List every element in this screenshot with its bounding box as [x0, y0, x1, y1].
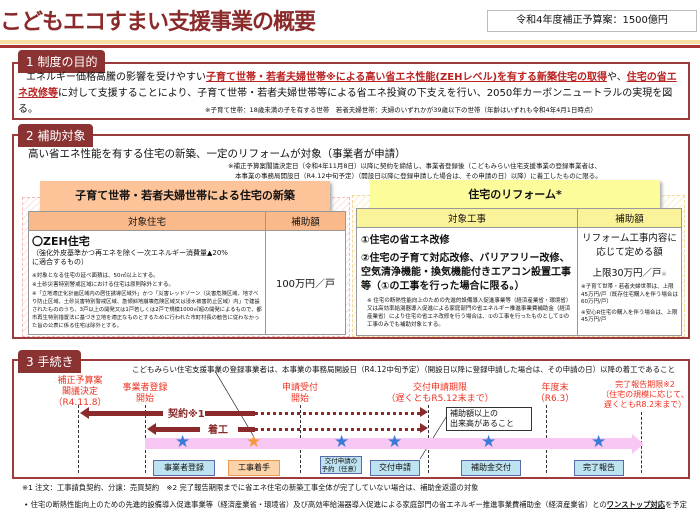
- purpose-text: エネルギー価格高騰の影響を受けやすい子育て世帯・若者夫婦世帯※による高い省エネ性…: [18, 70, 686, 118]
- milestone-cabinet-decision: 補正予算案 閣議決定 （R4.11.8）: [53, 376, 107, 408]
- text: を予定: [665, 500, 687, 509]
- note: ※土砂災害特別警戒区域における住宅は原則除外とする。: [32, 282, 174, 288]
- section-purpose: [12, 62, 690, 120]
- section-tab-target: 2 補助対象: [18, 124, 94, 147]
- milestone-completion-deadline: 完了報告期限※2 （住宅の規模に応じて、 遅くともR8.2末まで）: [601, 380, 689, 409]
- section-tab-purpose: 1 制度の目的: [18, 50, 106, 73]
- highlight-text: ワンストップ対応: [606, 500, 666, 509]
- work-item-1: ①住宅の省エネ改修: [361, 235, 450, 246]
- arrow-head: [420, 423, 428, 433]
- text: 住宅の断熱性能向上のための先進的設備導入促進事業等（経済産業省・環境省）及び高効…: [30, 500, 607, 509]
- construction-arrow: [238, 427, 255, 432]
- note-mark: ※: [661, 271, 667, 278]
- work-note: ※ 住宅の断熱性能向上のための先進的設備導入促進事業等（経済産業省・環境省）又は…: [367, 298, 572, 328]
- construction-arrow-dotted: [255, 428, 420, 431]
- milestone-application-start: 申請受付 開始: [281, 383, 318, 404]
- step-completion-report: 完了報告: [574, 460, 624, 476]
- budget-label: 令和4年度補正予算案：1500億円: [487, 10, 697, 32]
- star-icon: ★: [334, 432, 350, 452]
- section-tab-procedure: 3 手続き: [18, 350, 82, 373]
- star-icon: ★: [175, 432, 191, 452]
- timeline-band: [145, 438, 633, 449]
- target-note: ※補正予算案閣議決定日（令和4年11月8日）以降に契約を締結し、事業者登録後（こ…: [228, 162, 601, 170]
- amount: 上限30万円／戸: [592, 268, 662, 279]
- star-icon: ★: [246, 432, 262, 452]
- note: ※子育て世帯・若者夫婦世帯は、上限45万円/戸（既存住宅購入を伴う場合は60万円…: [581, 284, 678, 305]
- arrow-head: [80, 407, 89, 419]
- target-note: 本事業の事務局開設日（R4.12中旬予定）（開設日以降に登録申請した場合は、その…: [235, 172, 602, 180]
- timeline-arrow-head: [632, 434, 644, 454]
- arrow-head: [147, 423, 156, 435]
- note: ※安心R住宅の購入を伴う場合は、上限45万円/戸: [581, 309, 678, 324]
- footnote: ※1 注文：工事請負契約、分譲：売買契約 ※2 完了報告期限までに省エネ住宅の新…: [22, 483, 479, 492]
- step-construction-start: 工事着手: [228, 460, 280, 476]
- col-header: 補助額: [577, 208, 682, 228]
- contract-arrow-dotted: [255, 412, 420, 415]
- new-build-table: 対象住宅補助額 〇ZEH住宅 （強化外皮基準かつ再エネを除く一次エネルギー消費量…: [28, 211, 346, 335]
- work-item-2: ②住宅の子育て対応改修、バリアフリー改修、空気清浄機能・換気機能付きエアコン設置…: [361, 253, 571, 292]
- reform-header: 住宅のリフォーム*: [370, 180, 660, 209]
- bubble-text: 補助額以上の 出来高があること: [446, 407, 532, 431]
- zeh-item: 〇ZEH住宅: [32, 235, 90, 248]
- footnote-bullet: • 住宅の断熱性能向上のための先進的設備導入促進事業等（経済産業省・環境省）及び…: [24, 500, 687, 509]
- star-icon: ★: [591, 432, 607, 452]
- milestone-fiscal-year-end: 年度末 （R6.3）: [535, 383, 575, 404]
- purpose-note: ※子育て世帯：18歳未満の子を有する世帯 若者夫婦世帯：夫婦のいずれかが39歳以…: [205, 106, 597, 114]
- divider: [0, 45, 700, 48]
- construction-arrow: [155, 427, 200, 432]
- step-grant-application: 交付申請: [370, 460, 420, 476]
- highlight-text: 子育て世帯・若者夫婦世帯※による高い省エネ性能(ZEHレベル)を有する新築住宅の…: [206, 72, 608, 83]
- divider: [0, 40, 700, 44]
- contract-arrow: [205, 411, 255, 416]
- text: エネルギー価格高騰の影響を受けやすい: [26, 72, 206, 83]
- construction-label: 着工: [208, 425, 228, 436]
- contract-arrow: [88, 411, 163, 416]
- new-build-header: 子育て世帯・若者夫婦世帯による住宅の新築: [40, 181, 330, 211]
- step-grant-payment: 補助金交付: [461, 460, 521, 476]
- note: ※対象となる住宅の延べ面積は、50㎡以上とする。: [32, 273, 159, 279]
- target-lead: 高い省エネ性能を有する住宅の新築、一定のリフォームが対象（事業者が申請）: [28, 148, 406, 160]
- page-title: こどもエコすまい支援事業の概要: [0, 10, 316, 35]
- milestone-application-deadline: 交付申請期限 （遅くともR5.12末まで）: [386, 383, 494, 404]
- star-icon: ★: [387, 432, 403, 452]
- reform-table: 対象工事補助額 ①住宅の省エネ改修 ②住宅の子育て対応改修、バリアフリー改修、空…: [356, 208, 682, 336]
- star-icon: ★: [481, 432, 497, 452]
- milestone-registration-start: 事業者登録 開始: [122, 383, 168, 404]
- amount-cap: 上限30万円／戸※: [581, 265, 678, 279]
- callout-text: こどもみらい住宅支援事業の登録事業者は、本事業の事務局開設日（R4.12中旬予定…: [132, 365, 676, 374]
- contract-label: 契約※1: [168, 409, 205, 420]
- step-application-reservation: 交付申請の 予約（任意）: [320, 456, 362, 474]
- arrow-head: [420, 407, 428, 417]
- text: に対して支援することにより、子育て世帯・若者夫婦世帯等による省エネ投資の下支えを…: [18, 88, 673, 115]
- zeh-desc: （強化外皮基準かつ再エネを除く一次エネルギー消費量▲20%に適合するもの）: [32, 249, 228, 266]
- highlight-text: 住宅の省エネ改修等: [18, 72, 677, 99]
- amount: 100万円／戸: [265, 230, 346, 335]
- amount-desc: リフォーム工事内容に応じて定める額: [582, 233, 677, 258]
- note: ※「立地適正化計画区域内の居住誘導区域外」かつ「災害レッドゾーン（災害危険区域、…: [32, 291, 262, 329]
- step-business-registration: 事業者登録: [153, 460, 215, 476]
- text: や、: [607, 72, 627, 83]
- timeline-marker: [78, 405, 79, 473]
